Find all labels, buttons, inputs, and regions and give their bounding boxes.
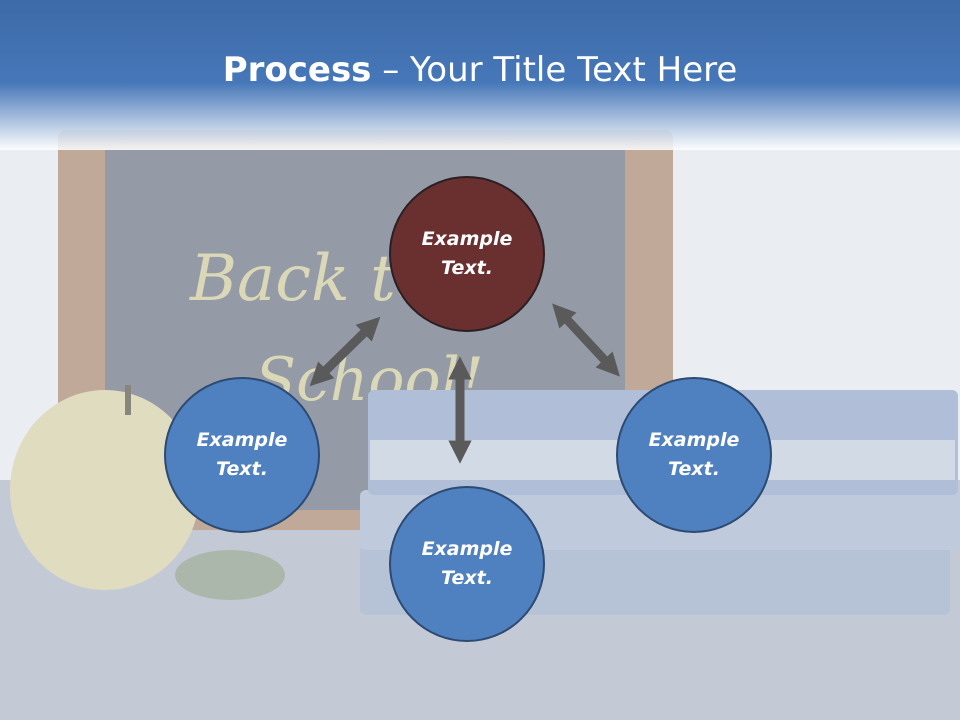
- process-node-bottom-label: Example Text.: [421, 538, 513, 589]
- process-node-left[interactable]: Example Text.: [164, 377, 320, 533]
- process-node-top-label: Example Text.: [421, 228, 513, 279]
- title-bar: [0, 0, 960, 150]
- process-node-right-label: Example Text.: [648, 429, 740, 480]
- double-arrow-icon: [309, 316, 381, 387]
- double-arrow-icon: [552, 303, 620, 377]
- process-node-bottom[interactable]: Example Text.: [389, 486, 545, 642]
- slide-title-rest: – Your Title Text Here: [371, 50, 738, 90]
- process-node-right[interactable]: Example Text.: [616, 377, 772, 533]
- process-node-top[interactable]: Example Text.: [389, 176, 545, 332]
- process-node-left-label: Example Text.: [196, 429, 288, 480]
- apple: [10, 385, 285, 600]
- slide-title-bold: Process: [222, 50, 372, 90]
- slide-title: Process – Your Title Text Here: [0, 50, 960, 90]
